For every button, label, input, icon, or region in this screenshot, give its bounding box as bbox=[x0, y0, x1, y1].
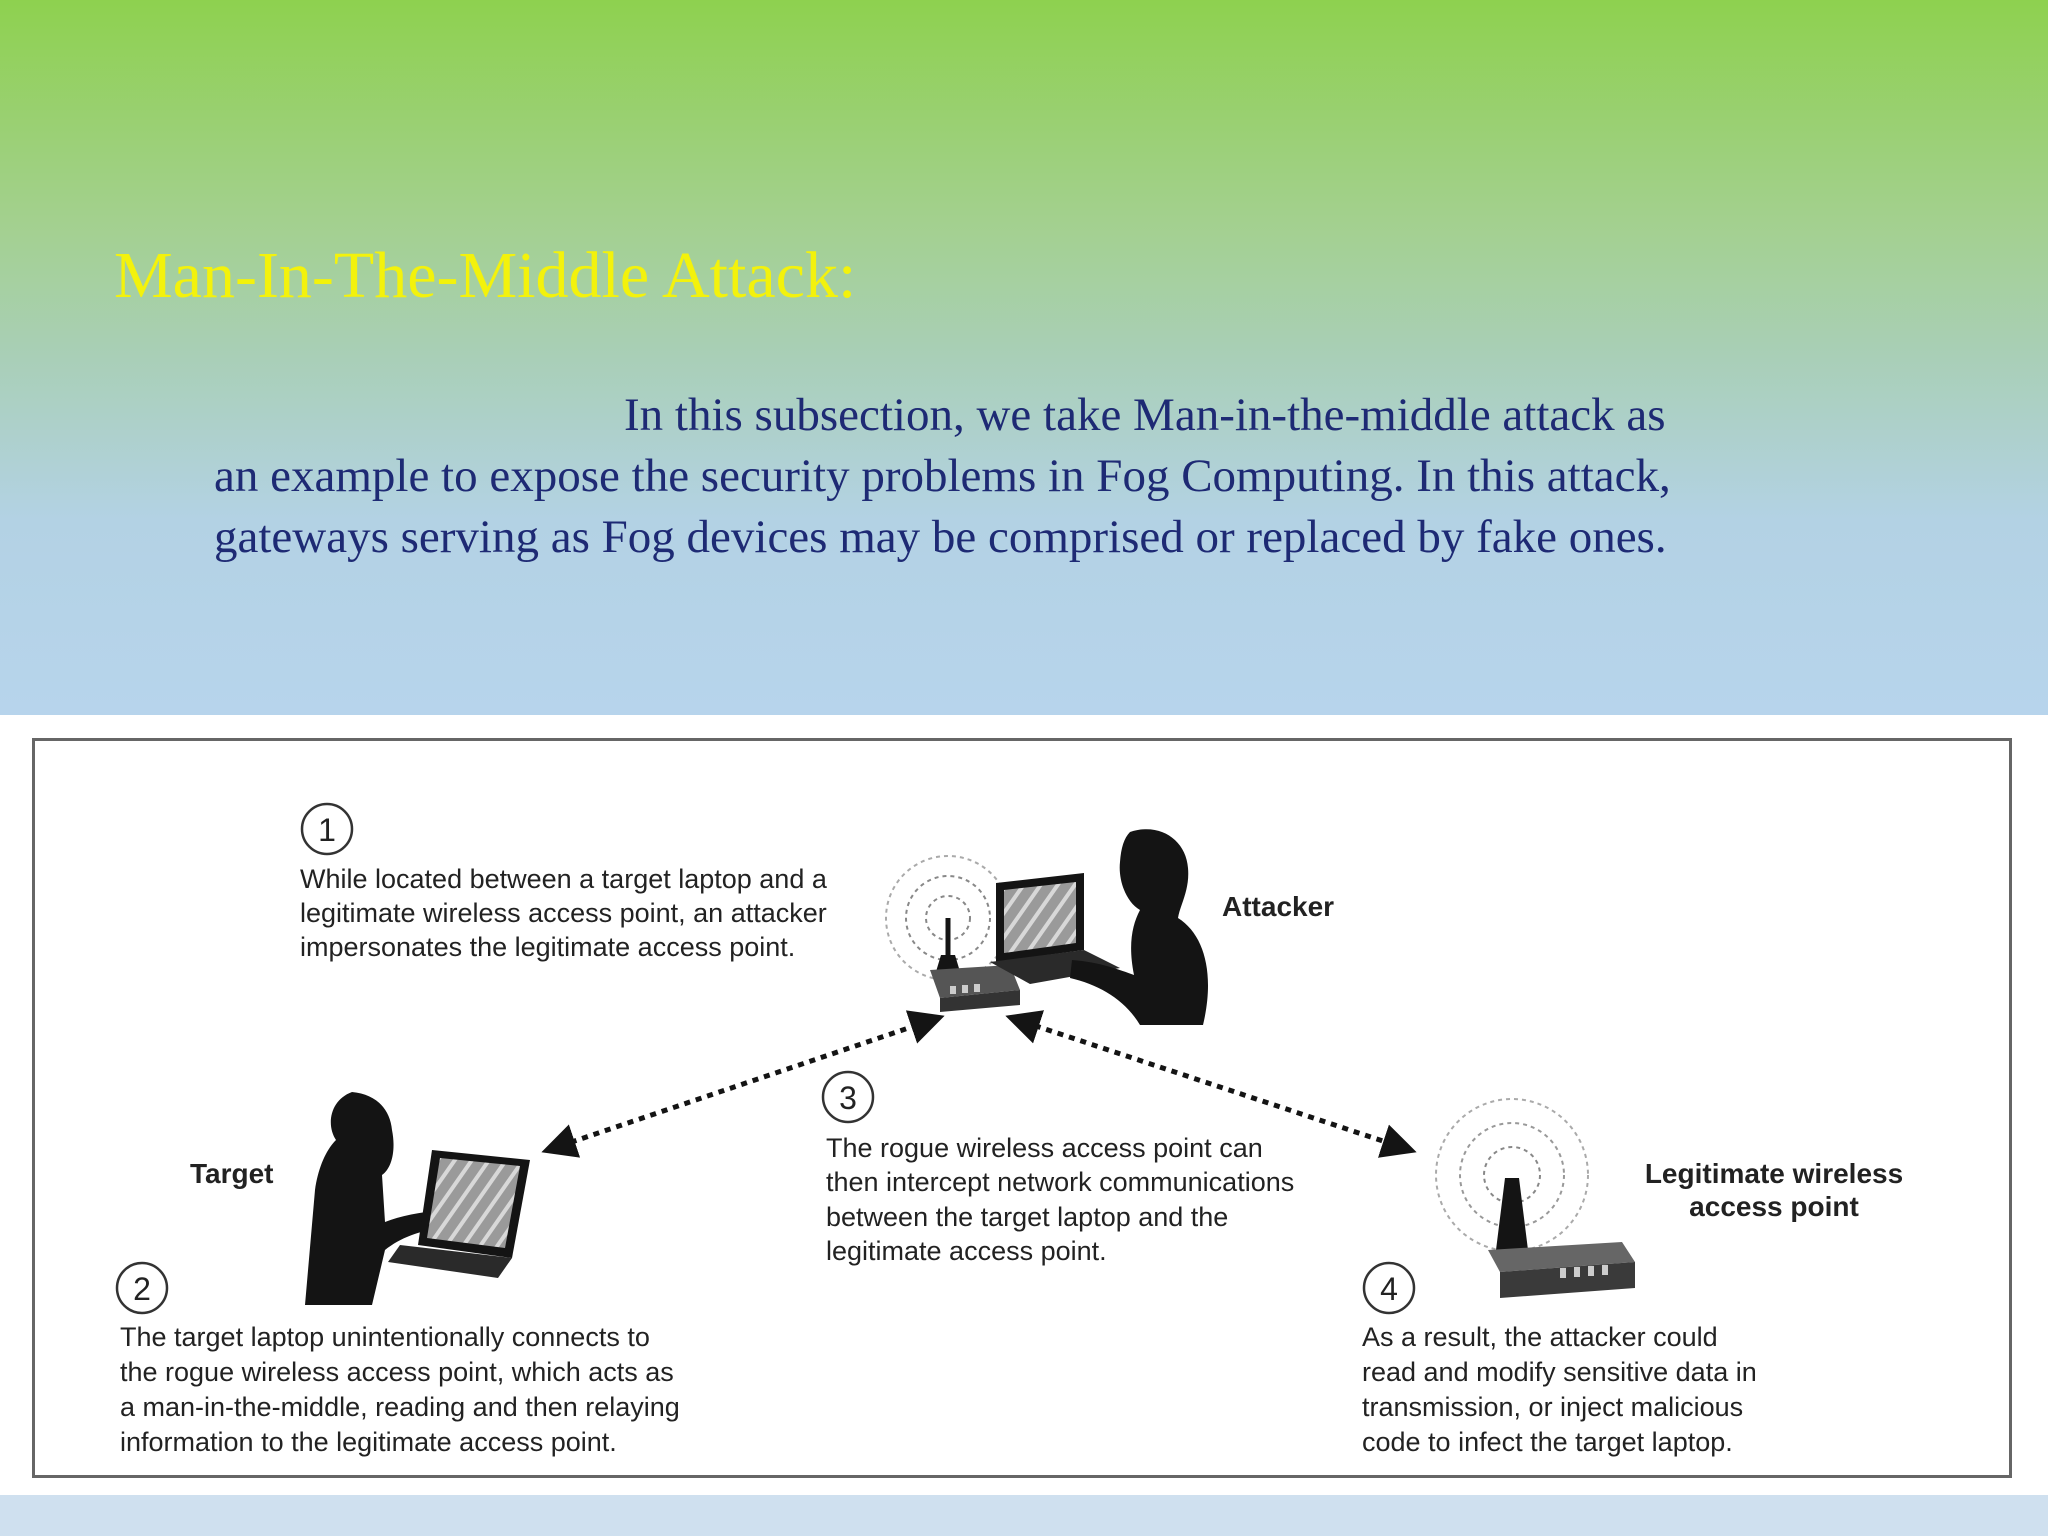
body-line-2: an example to expose the security proble… bbox=[214, 450, 1671, 502]
target-label: Target bbox=[190, 1158, 274, 1189]
step-1-text-line-1: While located between a target laptop an… bbox=[300, 864, 828, 894]
step-4-text-line-2: read and modify sensitive data in bbox=[1362, 1357, 1757, 1387]
step-3-text-line-4: legitimate access point. bbox=[826, 1236, 1107, 1266]
step-4-number-circle bbox=[1362, 1261, 1416, 1315]
legit-ap-label-line1: Legitimate wireless bbox=[1645, 1158, 1903, 1189]
attacker-laptop-icon bbox=[990, 873, 1120, 984]
body-line-3: gateways serving as Fog devices may be c… bbox=[214, 511, 1667, 563]
step-2: 2 The target laptop unintentionally conn… bbox=[115, 1261, 680, 1457]
attacker-silhouette bbox=[1070, 829, 1209, 1025]
target-silhouette bbox=[305, 1092, 445, 1305]
legitimate-access-point-icon bbox=[1435, 1098, 1635, 1298]
step-4-number: 4 bbox=[1380, 1271, 1398, 1307]
body-line-1: In this subsection, we take Man-in-the-m… bbox=[624, 389, 1666, 441]
step-2-text-line-4: information to the legitimate access poi… bbox=[120, 1427, 617, 1457]
step-3-number: 3 bbox=[839, 1080, 857, 1116]
step-3-text-line-1: The rogue wireless access point can bbox=[826, 1133, 1263, 1163]
arrow-rogue-to-legit bbox=[1005, 1010, 1417, 1158]
legit-ap-label-line2: access point bbox=[1689, 1191, 1859, 1222]
step-2-text-line-1: The target laptop unintentionally connec… bbox=[120, 1322, 650, 1352]
step-1: 1 While located between a target laptop … bbox=[300, 802, 828, 962]
step-3: 3 The rogue wireless access point can th… bbox=[821, 1070, 1294, 1266]
bottom-band bbox=[0, 1495, 2048, 1536]
step-4-text-line-1: As a result, the attacker could bbox=[1362, 1322, 1718, 1352]
step-1-number: 1 bbox=[318, 812, 336, 848]
step-2-text-line-3: a man-in-the-middle, reading and then re… bbox=[120, 1392, 680, 1422]
step-2-number-circle bbox=[115, 1261, 169, 1315]
attacker-label: Attacker bbox=[1222, 891, 1334, 922]
step-4: 4 As a result, the attacker could read a… bbox=[1362, 1261, 1757, 1457]
step-4-text-line-3: transmission, or inject malicious bbox=[1362, 1392, 1743, 1422]
target-laptop-icon bbox=[388, 1150, 530, 1278]
step-4-text-line-4: code to infect the target laptop. bbox=[1362, 1427, 1733, 1457]
step-1-number-circle bbox=[300, 802, 354, 856]
step-1-text-line-2: legitimate wireless access point, an att… bbox=[300, 898, 827, 928]
step-2-number: 2 bbox=[133, 1271, 151, 1307]
step-2-text-line-2: the rogue wireless access point, which a… bbox=[120, 1357, 674, 1387]
step-3-text-line-3: between the target laptop and the bbox=[826, 1202, 1228, 1232]
slide-title: Man-In-The-Middle Attack: bbox=[114, 239, 857, 312]
step-3-number-circle bbox=[821, 1070, 875, 1124]
step-3-text-line-2: then intercept network communications bbox=[826, 1167, 1294, 1197]
step-1-text-line-3: impersonates the legitimate access point… bbox=[300, 932, 795, 962]
arrow-target-to-rogue bbox=[541, 1010, 945, 1158]
slide-body-text: In this subsection, we take Man-in-the-m… bbox=[214, 385, 1854, 568]
